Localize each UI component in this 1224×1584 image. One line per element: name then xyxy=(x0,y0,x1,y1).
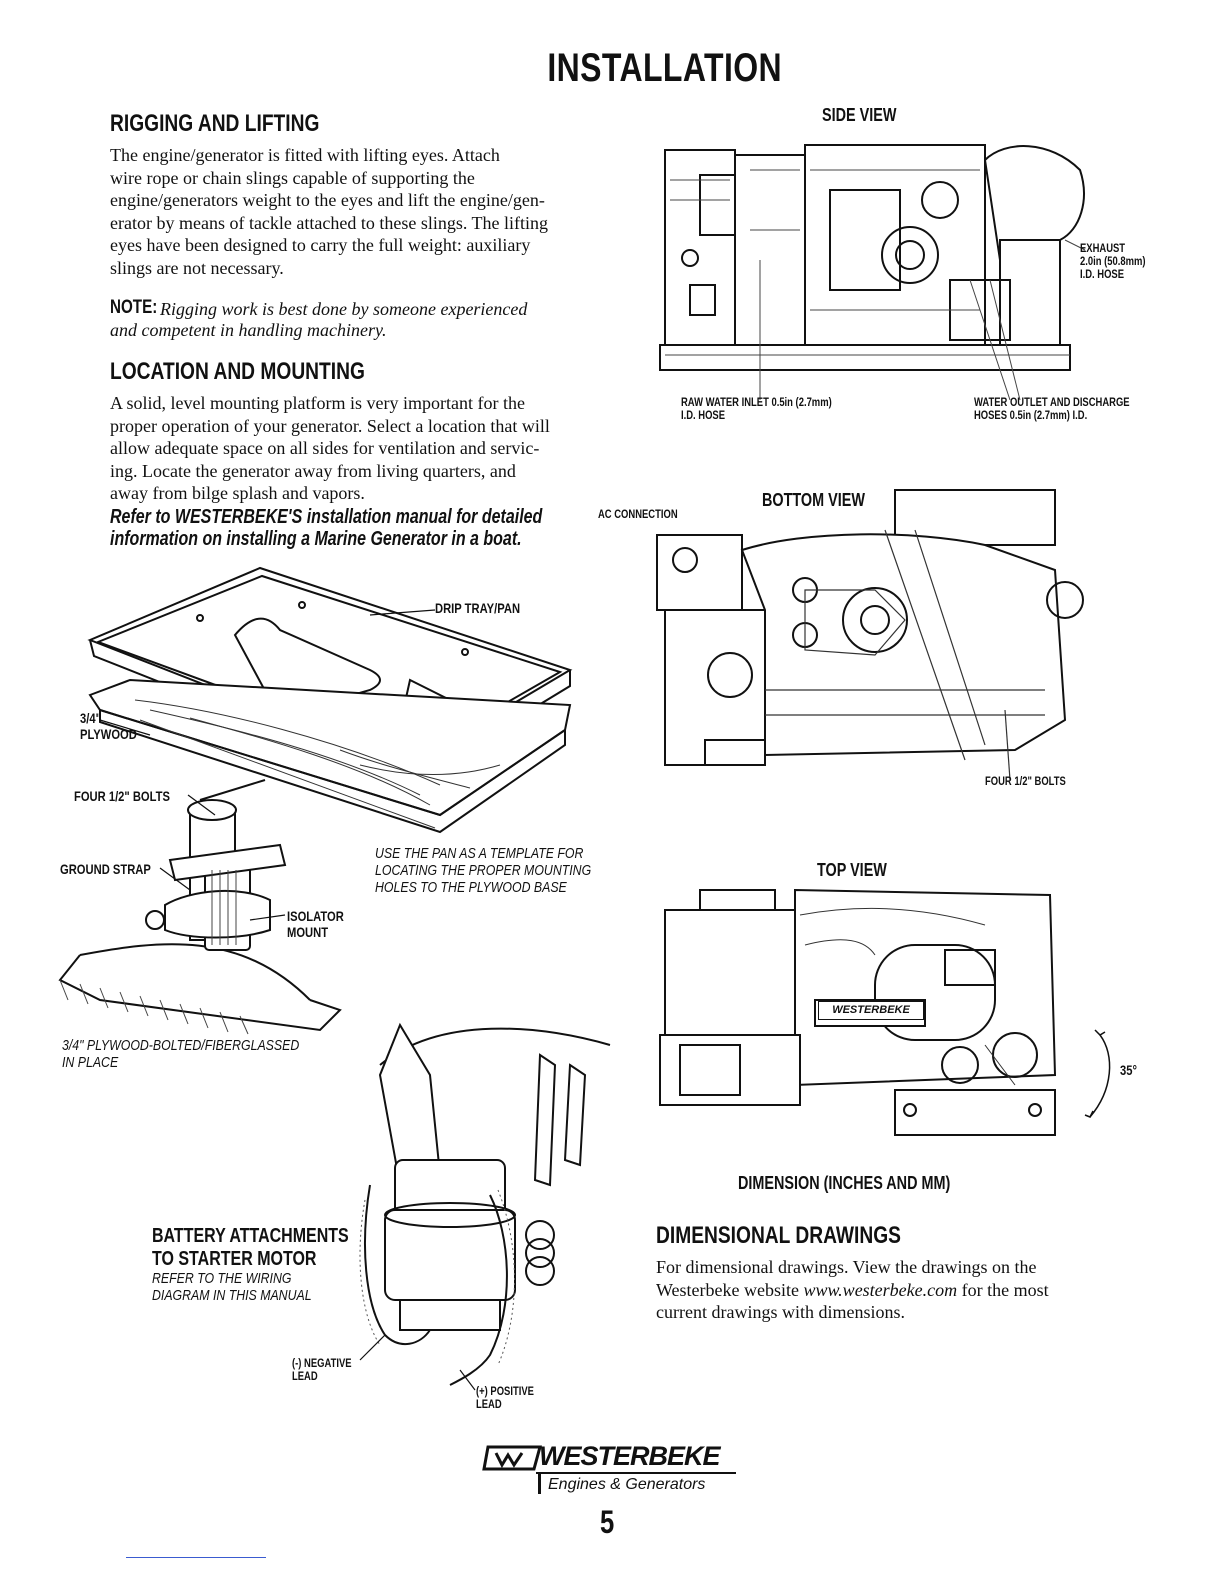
page-title: INSTALLATION xyxy=(547,46,783,90)
rigging-line-1: The engine/generator is fitted with lift… xyxy=(110,145,500,165)
location-refer: Refer to WESTERBEKE'S installation manua… xyxy=(110,506,650,550)
exhaust-line-1: EXHAUST xyxy=(1080,243,1126,255)
positive-line-2: LEAD xyxy=(476,1399,502,1411)
bottom-four-bolts-label: FOUR 1/2" BOLTS xyxy=(985,776,1066,788)
nameplate: WESTERBEKE xyxy=(818,1001,924,1020)
battery-sub-line-2: DIAGRAM IN THIS MANUAL xyxy=(152,1288,312,1304)
negative-line-1: (-) NEGATIVE xyxy=(292,1358,352,1370)
template-line-3: HOLES TO THE PLYWOOD BASE xyxy=(375,880,567,896)
angle-label: 35° xyxy=(1120,1062,1137,1078)
rigging-heading: RIGGING AND LIFTING xyxy=(110,110,320,137)
isolator-line-2: MOUNT xyxy=(287,924,329,940)
bottom-view-drawing xyxy=(656,489,1084,781)
water-outlet-line-2: HOSES 0.5in (2.7mm) I.D. xyxy=(974,410,1088,422)
water-outlet-label: WATER OUTLET AND DISCHARGE HOSES 0.5in (… xyxy=(974,397,1130,423)
raw-water-line-1: RAW WATER INLET 0.5in (2.7mm) xyxy=(681,397,832,409)
rigging-body: The engine/generator is fitted with lift… xyxy=(110,144,600,280)
rigging-line-2: wire rope or chain slings capable of sup… xyxy=(110,167,475,188)
westerbeke-logo-icon xyxy=(482,1445,542,1471)
dimension-caption: DIMENSION (INCHES AND MM) xyxy=(738,1173,951,1193)
westerbeke-website-link[interactable]: www.westerbeke.com xyxy=(803,1279,958,1300)
logo-underline xyxy=(536,1472,736,1474)
dimensional-line-1: For dimensional drawings. View the drawi… xyxy=(656,1257,1037,1277)
positive-line-1: (+) POSITIVE xyxy=(476,1386,534,1398)
location-line-2: proper operation of your generator. Sele… xyxy=(110,415,550,436)
battery-heading-line-1: BATTERY ATTACHMENTS xyxy=(152,1225,349,1247)
refer-line-1: Refer to WESTERBEKE'S installation manua… xyxy=(110,506,543,528)
rigging-line-5: eyes have been designed to carry the ful… xyxy=(110,235,531,256)
raw-water-line-2: I.D. HOSE xyxy=(681,410,726,422)
ground-strap-label: GROUND STRAP xyxy=(60,861,151,877)
positive-lead-label: (+) POSITIVE LEAD xyxy=(476,1386,534,1412)
plywood-line-2: PLYWOOD xyxy=(80,726,137,742)
note-line-1: Rigging work is best done by someone exp… xyxy=(160,299,528,319)
dimensional-line-2-post: for the most xyxy=(957,1279,1049,1300)
negative-lead-label: (-) NEGATIVE LEAD xyxy=(292,1358,352,1384)
location-line-1: A solid, level mounting platform is very… xyxy=(110,393,525,413)
battery-sub: REFER TO THE WIRING DIAGRAM IN THIS MANU… xyxy=(152,1271,312,1305)
four-bolts-label: FOUR 1/2" BOLTS xyxy=(74,788,170,804)
template-line-2: LOCATING THE PROPER MOUNTING xyxy=(375,863,592,879)
plywood-line-1: 3/4" xyxy=(80,710,101,726)
mounting-illustration xyxy=(58,566,573,1035)
location-line-4: ing. Locate the generator away from livi… xyxy=(110,460,516,481)
plywood-caption: 3/4" PLYWOOD-BOLTED/FIBERGLASSED IN PLAC… xyxy=(62,1038,299,1072)
starter-motor-illustration xyxy=(359,1022,611,1391)
side-view-title: SIDE VIEW xyxy=(822,105,897,125)
dimensional-line-2: Westerbeke website www.westerbeke.com fo… xyxy=(656,1279,1096,1302)
water-outlet-line-1: WATER OUTLET AND DISCHARGE xyxy=(974,397,1130,409)
isolator-label: ISOLATOR MOUNT xyxy=(287,908,344,940)
ac-connection-label: AC CONNECTION xyxy=(598,509,678,521)
plywood-caption-line-2: IN PLACE xyxy=(62,1055,119,1071)
drip-tray-label: DRIP TRAY/PAN xyxy=(435,600,521,616)
isolator-line-1: ISOLATOR xyxy=(287,908,344,924)
dimensional-line-3: current drawings with dimensions. xyxy=(656,1302,905,1323)
note-label: NOTE: xyxy=(110,297,158,318)
plywood-caption-line-1: 3/4" PLYWOOD-BOLTED/FIBERGLASSED xyxy=(62,1038,300,1054)
location-line-3: allow adequate space on all sides for ve… xyxy=(110,438,540,459)
battery-heading: BATTERY ATTACHMENTS TO STARTER MOTOR xyxy=(152,1225,349,1271)
westerbeke-logo: WESTERBEKE Engines & Generators xyxy=(482,1441,744,1503)
side-view-drawing xyxy=(659,144,1086,401)
footer-rule xyxy=(126,1557,266,1558)
dimensional-body: For dimensional drawings. View the drawi… xyxy=(656,1256,1096,1324)
rigging-line-4: erator by means of tackle attached to th… xyxy=(110,212,549,233)
brand-tagline: Engines & Generators xyxy=(548,1476,706,1493)
exhaust-line-2: 2.0in (50.8mm) xyxy=(1080,256,1146,268)
plywood-label: 3/4" PLYWOOD xyxy=(80,710,137,742)
exhaust-label: EXHAUST 2.0in (50.8mm) I.D. HOSE xyxy=(1080,243,1146,282)
exhaust-line-3: I.D. HOSE xyxy=(1080,269,1125,281)
raw-water-label: RAW WATER INLET 0.5in (2.7mm) I.D. HOSE xyxy=(681,397,832,423)
template-line-1: USE THE PAN AS A TEMPLATE FOR xyxy=(375,846,584,862)
rigging-note: NOTE: Rigging work is best done by someo… xyxy=(110,297,610,342)
top-view-title: TOP VIEW xyxy=(817,860,887,880)
dimensional-heading: DIMENSIONAL DRAWINGS xyxy=(656,1222,901,1249)
refer-line-2: information on installing a Marine Gener… xyxy=(110,528,522,550)
battery-heading-line-2: TO STARTER MOTOR xyxy=(152,1248,317,1270)
brand-name: WESTERBEKE xyxy=(539,1441,721,1471)
negative-line-2: LEAD xyxy=(292,1371,318,1383)
template-caption: USE THE PAN AS A TEMPLATE FOR LOCATING T… xyxy=(375,846,591,897)
rigging-line-3: engine/generators weight to the eyes and… xyxy=(110,190,545,211)
location-body: A solid, level mounting platform is very… xyxy=(110,392,600,505)
page-number: 5 xyxy=(600,1504,615,1540)
location-line-5: away from bilge splash and vapors. xyxy=(110,483,365,504)
bottom-view-title: BOTTOM VIEW xyxy=(762,490,865,510)
location-heading: LOCATION AND MOUNTING xyxy=(110,358,365,385)
note-line-2: and competent in handling machinery. xyxy=(110,320,387,340)
top-view-drawing xyxy=(659,888,1111,1136)
nameplate-text: WESTERBEKE xyxy=(832,1004,910,1016)
logo-stem xyxy=(538,1472,541,1494)
rigging-line-6: slings are not necessary. xyxy=(110,257,284,278)
dimensional-line-2-pre: Westerbeke website xyxy=(656,1279,804,1300)
battery-sub-line-1: REFER TO THE WIRING xyxy=(152,1271,292,1287)
